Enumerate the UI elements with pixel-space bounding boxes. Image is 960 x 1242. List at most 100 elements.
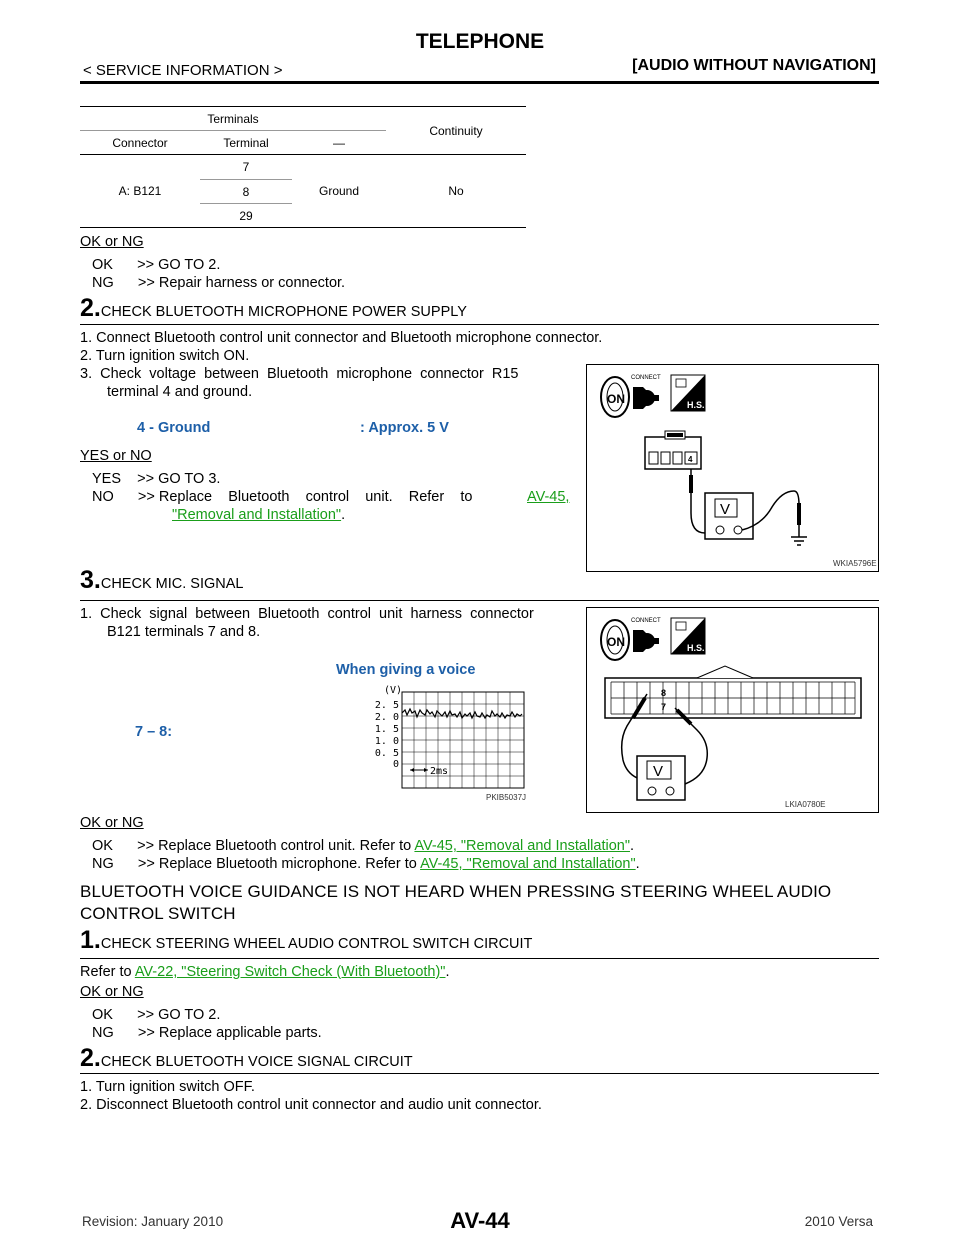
step-2-heading: 2.CHECK BLUETOOTH VOICE SIGNAL CIRCUIT (80, 1044, 413, 1073)
spec-value: : Approx. 5 V (360, 420, 449, 436)
pin-8-label: 8 (661, 688, 666, 698)
yes-or-no-label: YES or NO (80, 448, 152, 464)
step-title: CHECK BLUETOOTH MICROPHONE POWER SUPPLY (100, 304, 467, 320)
step-1-heading: 1.CHECK STEERING WHEEL AUDIO CONTROL SWI… (80, 926, 532, 955)
step-number: 2. (80, 294, 101, 322)
ok-result: OK >> GO TO 2. (92, 1007, 221, 1023)
header-rule (80, 81, 879, 84)
spec-label: 4 - Ground (137, 420, 211, 436)
oscilloscope-waveform: (V) 2. 5 2. 0 1. 5 1. 0 0. 5 0 2ms PKIB5… (375, 685, 526, 802)
figure-code: PKIB5037J (486, 793, 526, 802)
reference-link[interactable]: AV-22, "Steering Switch Check (With Blue… (134, 964, 446, 980)
table-header-continuity: Continuity (386, 106, 526, 155)
table-header-dash: — (292, 130, 386, 155)
no-result: NO >> Replace Bluetooth control unit. Re… (92, 489, 473, 505)
table-cell-terminal: 29 (200, 203, 292, 228)
model-year: 2010 Versa (804, 1214, 873, 1229)
voltage-check-diagram: ON CONNECT H.S. 4 V (600, 374, 877, 568)
table-cell-terminal: 8 (200, 179, 292, 204)
yes-result: YES >> GO TO 3. (92, 471, 221, 487)
ignition-on-icon: ON (600, 376, 630, 418)
step-rule (80, 324, 879, 325)
voltmeter-v: V (653, 763, 663, 780)
table-header-terminals: Terminals (80, 106, 386, 131)
section-heading: BLUETOOTH VOICE GUIDANCE IS NOT HEARD WH… (80, 882, 832, 901)
continuity-table: Terminals Continuity Connector Terminal … (80, 106, 526, 228)
connector-r15: 4 (644, 430, 702, 470)
table-cell-connector: A: B121 (80, 154, 200, 228)
hs-text: H.S. (687, 643, 705, 653)
signal-check-diagram: ON CONNECT H.S. (600, 617, 862, 809)
ok-result: OK >> Replace Bluetooth control unit. Re… (92, 838, 635, 854)
scope-tick: 1. 5 (375, 724, 399, 735)
instruction: 3. Check voltage between Bluetooth micro… (80, 366, 519, 382)
reference-continued: "Removal and Installation". (172, 507, 346, 523)
connect-text: CONNECT (631, 375, 661, 381)
voltmeter-v: V (720, 501, 730, 518)
refer-line: Refer to AV-22, "Steering Switch Check (… (80, 964, 450, 980)
scope-tick: 1. 0 (375, 736, 399, 747)
instruction: terminal 4 and ground. (107, 384, 253, 400)
figure-voltage-check: ON CONNECT H.S. 4 V (586, 364, 879, 572)
table-cell-ground: Ground (292, 154, 386, 228)
pin-4-label: 4 (688, 455, 693, 464)
page-title: TELEPHONE (415, 30, 545, 53)
reference-link[interactable]: "Removal and Installation" (172, 507, 342, 523)
instruction: 2. Disconnect Bluetooth control unit con… (80, 1097, 542, 1113)
ng-result: NG >> Repair harness or connector. (92, 275, 346, 291)
harness-side-icon: H.S. (670, 617, 706, 655)
table-header-terminal: Terminal (200, 130, 292, 155)
ok-result: OK >> GO TO 2. (92, 257, 221, 273)
scope-tick: 2. 5 (375, 700, 399, 711)
table-cell-result: No (386, 154, 526, 228)
on-text: ON (607, 635, 625, 649)
step-title: CHECK STEERING WHEEL AUDIO CONTROL SWITC… (100, 936, 533, 952)
connect-text: CONNECT (631, 618, 661, 624)
ng-result: NG >> Replace Bluetooth microphone. Refe… (92, 856, 640, 872)
step-3-heading: 3.CHECK MIC. SIGNAL (80, 566, 243, 595)
connect-icon: CONNECT (631, 618, 661, 652)
connect-icon: CONNECT (631, 375, 661, 409)
on-text: ON (607, 392, 625, 406)
pin-7-label: 7 (661, 702, 666, 712)
scope-unit: (V) (384, 685, 402, 696)
instruction: 1. Turn ignition switch OFF. (80, 1079, 255, 1095)
scope-time: 2ms (430, 766, 448, 777)
step-title: CHECK BLUETOOTH VOICE SIGNAL CIRCUIT (100, 1054, 413, 1070)
page-number: AV-44 (450, 1208, 510, 1233)
reference-link[interactable]: AV-45, "Removal and Installation" (420, 856, 636, 872)
figure-code: LKIA0780E (785, 800, 825, 809)
ng-result: NG >> Replace applicable parts. (92, 1025, 322, 1041)
ok-or-ng-label: OK or NG (80, 234, 144, 250)
section-heading: CONTROL SWITCH (80, 904, 236, 923)
ok-or-ng-label: OK or NG (80, 815, 144, 831)
harness-side-icon: H.S. (670, 374, 706, 412)
hs-text: H.S. (687, 400, 705, 410)
scope-tick: 0. 5 (375, 748, 399, 759)
scope-tick: 0 (393, 759, 399, 770)
step-title: CHECK MIC. SIGNAL (100, 576, 244, 592)
ok-or-ng-label: OK or NG (80, 984, 144, 1000)
reference-link[interactable]: AV-45, "Removal and Installation" (414, 838, 630, 854)
revision-date: Revision: January 2010 (82, 1214, 224, 1229)
step-number: 2. (80, 1044, 101, 1072)
table-cell-terminal: 7 (200, 154, 292, 180)
instruction: 1. Check signal between Bluetooth contro… (80, 606, 534, 622)
ignition-on-icon: ON (600, 619, 630, 661)
step-rule (80, 1073, 879, 1074)
instruction: 2. Turn ignition switch ON. (80, 348, 250, 364)
step-number: 1. (80, 926, 101, 954)
connector-b121: 8 7 (604, 665, 862, 719)
instruction: 1. Connect Bluetooth control unit connec… (80, 330, 603, 346)
subsection-label: [AUDIO WITHOUT NAVIGATION] (632, 57, 876, 74)
reference-link[interactable]: AV-45, (527, 489, 570, 505)
condition-label: When giving a voice (336, 662, 476, 678)
step-rule (80, 958, 879, 959)
figure-code: WKIA5796E (833, 559, 877, 568)
table-header-connector: Connector (80, 130, 200, 155)
scope-tick: 2. 0 (375, 712, 399, 723)
step-2-heading: 2.CHECK BLUETOOTH MICROPHONE POWER SUPPL… (80, 294, 467, 323)
figure-signal-check: ON CONNECT H.S. (586, 607, 879, 813)
instruction: B121 terminals 7 and 8. (107, 624, 261, 640)
step-rule (80, 600, 879, 601)
